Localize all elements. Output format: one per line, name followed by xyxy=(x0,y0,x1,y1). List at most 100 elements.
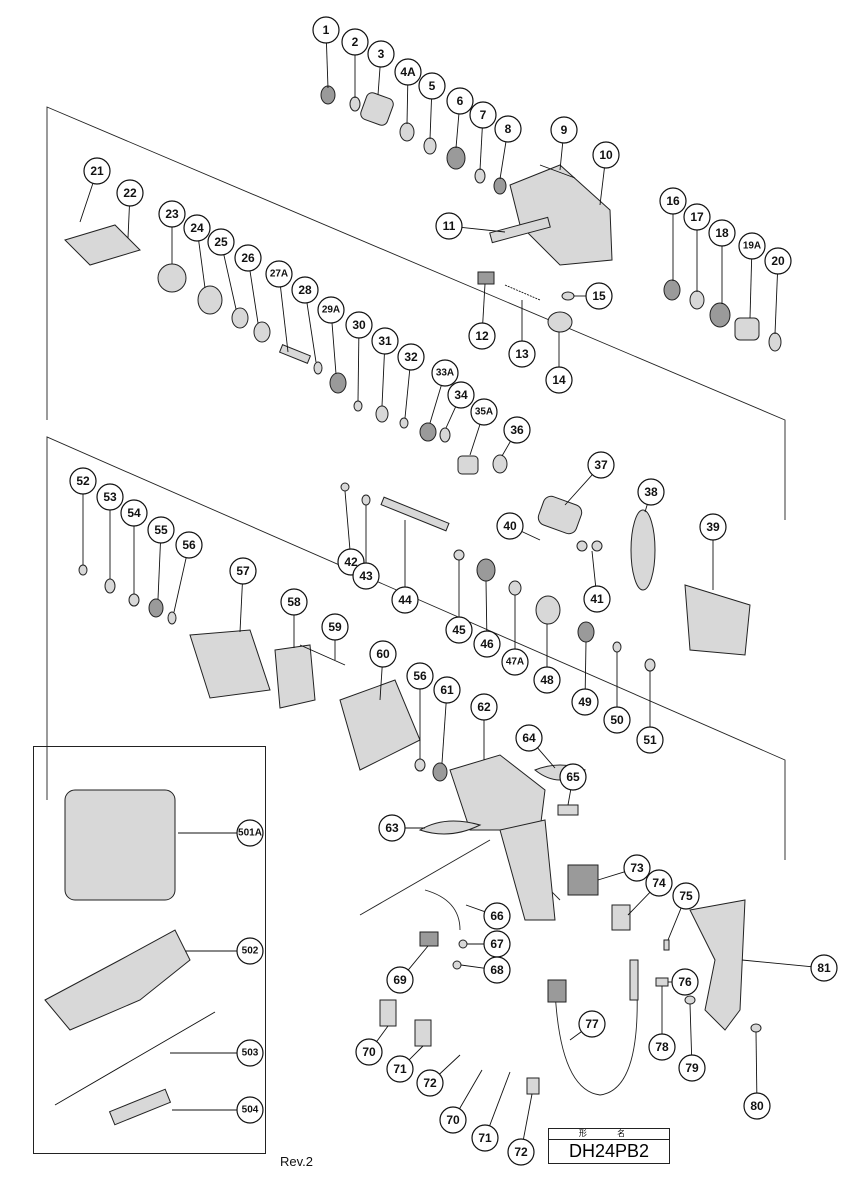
accessory-callout-502: 502 xyxy=(185,937,264,965)
part-number: 63 xyxy=(385,821,399,835)
leader-line xyxy=(667,907,682,941)
callout-circle xyxy=(672,882,700,910)
callout-circle xyxy=(738,232,766,260)
part-callout-17: 17 xyxy=(683,203,711,292)
part-callout-78: 78 xyxy=(648,986,676,1061)
callout-circle xyxy=(507,1138,535,1166)
leader-line xyxy=(522,1093,533,1140)
part-callout-10: 10 xyxy=(592,141,620,206)
part-callout-46: 46 xyxy=(473,580,501,658)
callout-circle xyxy=(645,869,673,897)
callout-circle xyxy=(545,366,573,394)
part-number: 7 xyxy=(480,108,487,122)
part-number: 78 xyxy=(655,1040,669,1054)
part-callout-75: 75 xyxy=(667,882,700,941)
callout-circle xyxy=(378,814,406,842)
callout-circle xyxy=(236,1096,264,1124)
model-header: 形 名 xyxy=(549,1129,669,1140)
leader-line xyxy=(489,1071,511,1127)
part-number: 28 xyxy=(298,283,312,297)
callout-circle xyxy=(391,586,419,614)
part-callout-65: 65 xyxy=(559,763,587,806)
part-number: 6 xyxy=(457,94,464,108)
callout-circle xyxy=(234,244,262,272)
part-number: 75 xyxy=(679,889,693,903)
leader-line xyxy=(223,254,237,310)
leader-line xyxy=(377,66,381,96)
part-callout-4a: 4A xyxy=(394,58,422,125)
part-number: 44 xyxy=(398,593,412,607)
part-number: 71 xyxy=(478,1131,492,1145)
callout-circle xyxy=(236,937,264,965)
callout-circle xyxy=(183,214,211,242)
leader-line xyxy=(774,273,778,335)
leader-line xyxy=(441,702,447,764)
part-callout-39: 39 xyxy=(699,513,727,590)
part-number: 4A xyxy=(400,65,416,79)
part-number: 66 xyxy=(490,909,504,923)
leader-line xyxy=(521,531,541,541)
accessory-drawings xyxy=(44,789,216,1126)
leader-line xyxy=(407,945,429,971)
part-callout-55: 55 xyxy=(147,516,175,600)
part-callout-44: 44 xyxy=(391,520,419,614)
part-callout-71: 71 xyxy=(386,1045,424,1083)
part-number: 77 xyxy=(585,1017,599,1031)
callout-circle xyxy=(743,1092,771,1120)
callout-circle xyxy=(321,613,349,641)
part-number: 27A xyxy=(270,269,288,280)
part-number: 53 xyxy=(103,490,117,504)
part-number: 59 xyxy=(328,620,342,634)
callout-circle xyxy=(571,688,599,716)
callout-circle xyxy=(435,212,463,240)
leader-line xyxy=(455,113,460,149)
leader-line xyxy=(564,474,593,506)
part-number: 72 xyxy=(423,1076,437,1090)
callout-circle xyxy=(96,483,124,511)
part-number: 45 xyxy=(452,623,466,637)
part-number: 501A xyxy=(238,828,262,839)
callout-circle xyxy=(280,588,308,616)
callout-circle xyxy=(623,854,651,882)
part-number: 72 xyxy=(514,1145,528,1159)
part-callout-20: 20 xyxy=(764,247,792,335)
part-callout-52: 52 xyxy=(69,467,97,565)
part-callout-70: 70 xyxy=(355,1025,389,1066)
leader-line xyxy=(429,98,432,140)
leader-line xyxy=(501,441,511,457)
part-number: 42 xyxy=(344,555,358,569)
part-callout-11: 11 xyxy=(435,212,506,240)
callout-circle xyxy=(345,311,373,339)
leader-line xyxy=(445,406,457,429)
leader-line xyxy=(597,871,625,881)
callout-circle xyxy=(367,40,395,68)
part-callout-16: 16 xyxy=(659,187,687,281)
part-number: 56 xyxy=(182,538,196,552)
part-callout-12: 12 xyxy=(468,283,496,350)
callout-circle xyxy=(483,956,511,984)
part-number: 80 xyxy=(750,1099,764,1113)
callout-circle xyxy=(418,72,446,100)
part-number: 13 xyxy=(515,347,529,361)
callout-circle xyxy=(470,693,498,721)
callout-circle xyxy=(355,1038,383,1066)
leader-line xyxy=(198,240,206,289)
leader-line xyxy=(408,1045,424,1061)
part-callout-71: 71 xyxy=(471,1071,511,1152)
part-callout-28: 28 xyxy=(291,276,319,363)
leader-line xyxy=(344,490,351,550)
part-callout-26: 26 xyxy=(234,244,262,324)
leader-line xyxy=(459,1069,483,1109)
part-callout-7: 7 xyxy=(469,101,497,171)
callout-circle xyxy=(468,322,496,350)
callout-circle xyxy=(397,343,425,371)
callout-circle xyxy=(683,203,711,231)
part-callout-5: 5 xyxy=(418,72,446,140)
leader-line xyxy=(331,322,337,375)
callout-circle xyxy=(659,187,687,215)
part-callout-80: 80 xyxy=(743,1031,771,1120)
leader-line xyxy=(741,959,812,968)
part-callout-58: 58 xyxy=(280,588,308,648)
callout-circle xyxy=(446,87,474,115)
part-callout-69: 69 xyxy=(386,945,429,994)
